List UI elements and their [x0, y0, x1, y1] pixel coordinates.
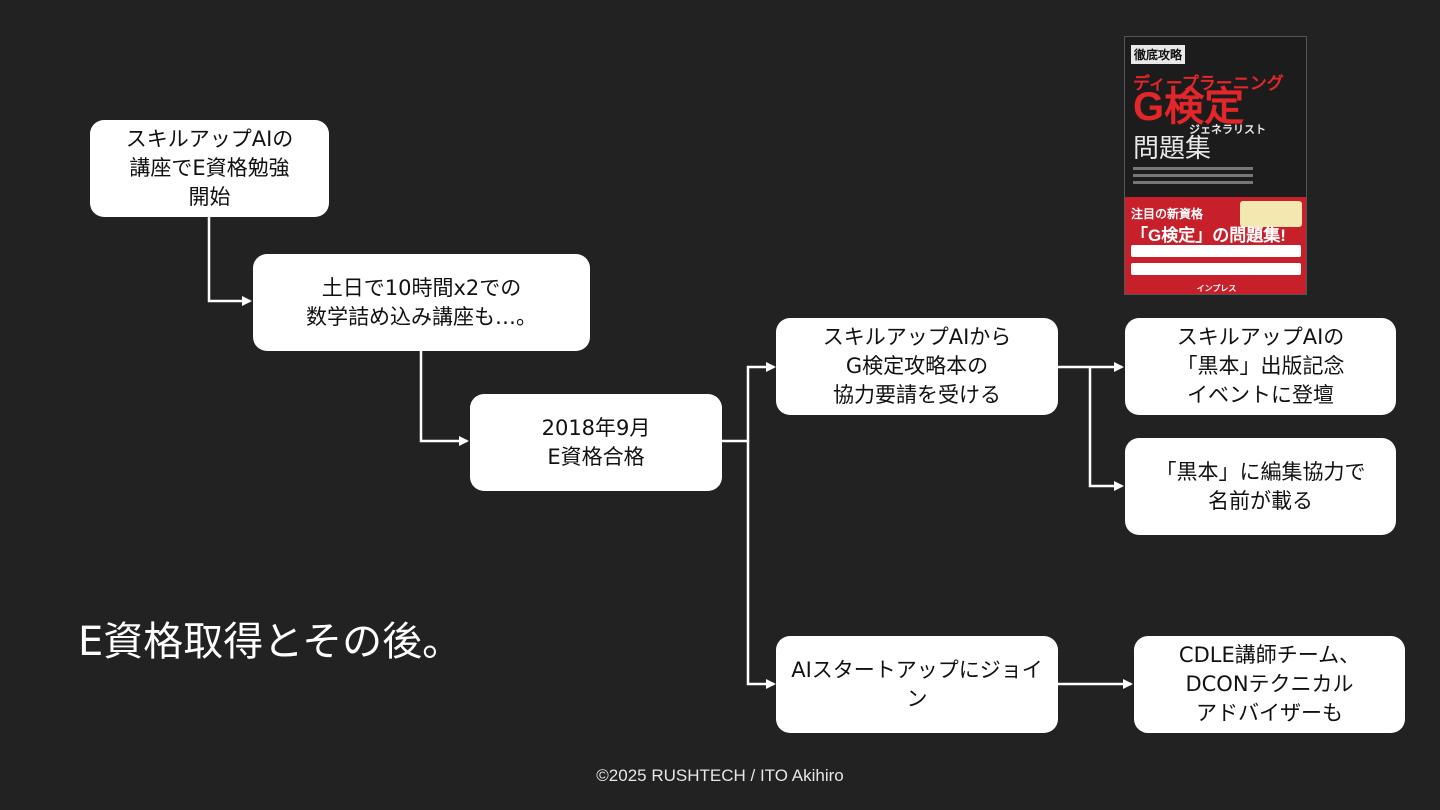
node-start-study: スキルアップAIの 講座でE資格勉強 開始: [90, 120, 329, 217]
slide-title: E資格取得とその後。: [78, 619, 463, 665]
node-label: 2018年9月 E資格合格: [541, 415, 651, 469]
book-main-title: G検定: [1133, 85, 1245, 129]
copyright-footer: ©2025 RUSHTECH / ITO Akihiro: [596, 766, 844, 785]
edge-n1-n2: [207, 217, 252, 306]
node-label: スキルアップAIの 講座でE資格勉強 開始: [125, 127, 294, 209]
book-sticker: [1240, 201, 1302, 227]
edge-n3-n5: [746, 441, 776, 689]
book-collection: 問題集: [1133, 133, 1212, 163]
book-credits: [1133, 167, 1253, 188]
book-ruby: ジェネラリスト: [1189, 124, 1266, 136]
node-label: AIスタートアップにジョイ ン: [791, 657, 1043, 711]
book-band-line1: 注目の新資格: [1131, 207, 1204, 221]
edge-n3-n4: [722, 362, 776, 443]
node-e-exam-pass: 2018年9月 E資格合格: [470, 394, 722, 491]
node-join-startup: AIスタートアップにジョイ ン: [776, 636, 1058, 733]
book-band-row: [1131, 263, 1301, 275]
node-editor-credit: 「黒本」に編集協力で 名前が載る: [1125, 438, 1396, 535]
node-launch-event: スキルアップAIの 「黒本」出版記念 イベントに登壇: [1125, 318, 1396, 415]
node-label: スキルアップAIから G検定攻略本の 協力要請を受ける: [822, 325, 1012, 407]
node-label: CDLE講師チーム、 DCONテクニカル アドバイザーも: [1178, 643, 1361, 725]
book-band-row: [1131, 245, 1301, 257]
edge-n2-n3: [419, 351, 469, 446]
book-tag: 徹底攻略: [1131, 45, 1186, 64]
book-promo-band: 注目の新資格 「G検定」の問題集! インプレス: [1125, 197, 1306, 294]
book-publisher: インプレス: [1196, 284, 1237, 293]
node-label: 「黒本」に編集協力で 名前が載る: [1155, 459, 1366, 513]
edge-n4-n7: [1088, 367, 1124, 491]
book-band-line2: 「G検定」の問題集!: [1131, 226, 1286, 245]
book-subtitle: ディープラーニング: [1133, 74, 1284, 93]
node-label: スキルアップAIの 「黒本」出版記念 イベントに登壇: [1176, 325, 1345, 407]
node-label: 土日で10時間x2での 数学詰め込み講座も…。: [306, 275, 537, 329]
node-g-book-request: スキルアップAIから G検定攻略本の 協力要請を受ける: [776, 318, 1058, 415]
node-cdle-dcon: CDLE講師チーム、 DCONテクニカル アドバイザーも: [1134, 636, 1405, 733]
book-cover-image: 徹底攻略 ディープラーニング G検定 ジェネラリスト 問題集 注目の新資格 「G…: [1124, 36, 1307, 295]
node-math-course: 土日で10時間x2での 数学詰め込み講座も…。: [253, 254, 590, 351]
